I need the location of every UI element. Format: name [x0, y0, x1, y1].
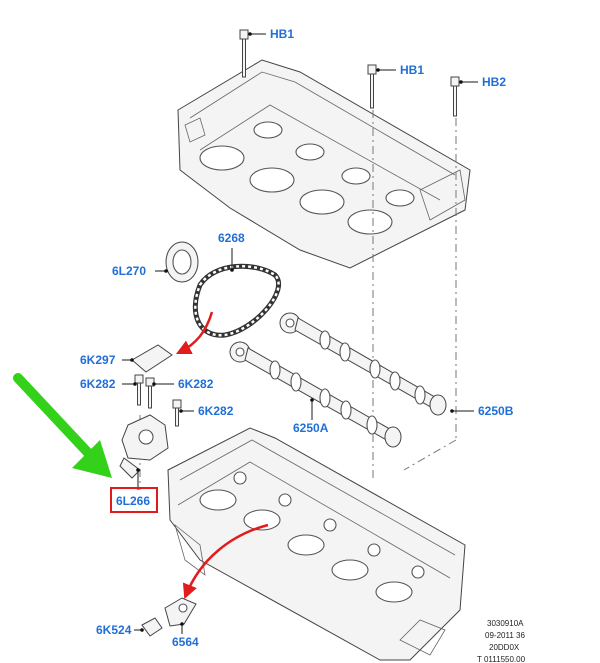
callout-hb1-mid: HB1	[400, 63, 424, 77]
seal-6l270	[155, 241, 199, 283]
reference-line-2: 09-2011 36	[485, 631, 525, 640]
timing-chain-6268	[192, 248, 282, 338]
callout-6250b: 6250B	[478, 404, 514, 418]
chain-guide-6k297	[122, 344, 173, 373]
callout-6268: 6268	[218, 231, 245, 245]
bolt-hb1-mid	[367, 64, 396, 109]
callout-6k282-lower: 6K282	[198, 404, 234, 418]
camshaft-6250b	[279, 312, 474, 416]
tensioner-6l266	[119, 414, 169, 490]
reference-line-3: 20DD0X	[489, 643, 520, 652]
highlight-box-6l266	[110, 487, 158, 513]
bolt-6k282-lower	[172, 399, 194, 427]
callout-6250a: 6250A	[293, 421, 329, 435]
reference-line-1: 3030910A	[487, 619, 524, 628]
callout-6k282-right: 6K282	[178, 377, 214, 391]
bolt-6k282-left	[122, 374, 144, 406]
callout-6k282-left: 6K282	[80, 377, 116, 391]
bolt-6k282-right	[145, 377, 174, 409]
cylinder-head	[167, 427, 466, 661]
callout-hb1-top: HB1	[270, 27, 294, 41]
reference-line-4: T 0111550.00	[477, 655, 526, 663]
camshaft-6250a	[229, 341, 402, 448]
bracket-6k524	[134, 617, 163, 637]
reference-block: 3030910A 09-2011 36 20DD0X T 0111550.00	[477, 619, 526, 663]
red-arrow-lower	[182, 523, 269, 600]
callout-hb2: HB2	[482, 75, 506, 89]
callout-6564: 6564	[172, 635, 199, 649]
camshaft-carrier	[177, 59, 471, 269]
sensor-6564	[164, 597, 197, 634]
callout-6k297: 6K297	[80, 353, 116, 367]
callout-6l266: 6L266	[116, 494, 150, 508]
bolt-hb2	[450, 76, 478, 117]
green-pointer-arrow	[13, 373, 112, 478]
bolt-hb1-top	[239, 29, 266, 78]
callout-6l270: 6L270	[112, 264, 146, 278]
red-arrow-upper	[175, 311, 214, 355]
callout-6k524: 6K524	[96, 623, 132, 637]
